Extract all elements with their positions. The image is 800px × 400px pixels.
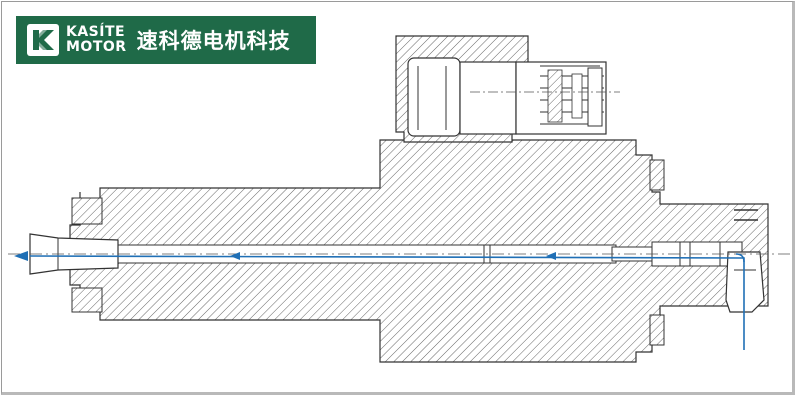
flow-arrow-rear	[546, 252, 556, 260]
coolant-outlet-arrow	[14, 251, 28, 261]
coolant-inlet-port	[725, 251, 765, 313]
rear-notch-bottom	[649, 314, 665, 346]
front-flange-top	[71, 197, 103, 225]
brand-line-2: MOTOR	[66, 39, 127, 55]
front-flange-bottom	[71, 287, 103, 313]
flow-arrow-mid	[230, 252, 240, 260]
connector-body	[459, 61, 517, 135]
rear-notch-top	[649, 159, 665, 191]
kasite-logo-icon	[27, 24, 59, 56]
image-border	[1, 1, 795, 395]
brand-wordmark: KASÍTE MOTOR	[66, 25, 127, 55]
brand-line-1: KASÍTE	[66, 24, 126, 40]
flow-inlet-bend	[735, 253, 745, 263]
company-name: 速科德电机科技	[136, 29, 291, 53]
logo-banner: KASÍTE MOTOR 速科德电机科技	[16, 16, 316, 64]
